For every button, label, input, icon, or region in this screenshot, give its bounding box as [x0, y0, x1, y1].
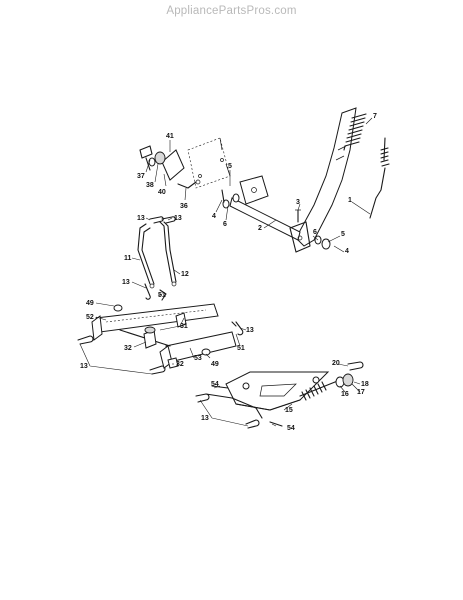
callout-5: 5	[228, 163, 232, 170]
callout-49-right: 49	[211, 361, 219, 368]
callout-13-top-right: 13	[174, 215, 182, 222]
lift-link-right	[159, 221, 177, 287]
callout-37: 37	[137, 173, 145, 180]
callout-54-bottom: 54	[287, 425, 295, 432]
callout-32-left: 32	[124, 345, 132, 352]
lift-link-left	[137, 223, 155, 289]
callout-51-right: 51	[237, 345, 245, 352]
callout-13-mid: 13	[122, 279, 130, 286]
callout-labels: 41 37 38 40 36 5 4 6 7 1 3 2 6 5 4 13 13…	[80, 113, 377, 432]
callout-54-top: 54	[211, 381, 219, 388]
watermark: AppliancePartsPros.com	[166, 5, 297, 17]
callout-31: 31	[180, 323, 188, 330]
callout-13-top-left: 13	[137, 215, 145, 222]
callout-13-right: 13	[246, 327, 254, 334]
callout-52: 52	[86, 314, 94, 321]
callout-17: 17	[357, 389, 365, 396]
callout-32-right: 32	[176, 361, 184, 368]
adjustment-rod	[299, 361, 364, 401]
callout-4: 4	[212, 213, 216, 220]
callout-18: 18	[361, 381, 369, 388]
callout-41: 41	[166, 133, 174, 140]
callout-3: 3	[296, 199, 300, 206]
callout-13-bottom: 13	[201, 415, 209, 422]
height-adjust-knob	[139, 145, 201, 189]
callout-6-shaft: 6	[313, 229, 317, 236]
callout-6: 6	[223, 221, 227, 228]
callout-15: 15	[285, 407, 293, 414]
lift-arm-left	[91, 303, 219, 341]
callout-12: 12	[181, 271, 189, 278]
callout-7: 7	[373, 113, 377, 120]
callout-11: 11	[124, 255, 132, 262]
deck-bolts	[211, 385, 283, 427]
callout-36: 36	[180, 203, 188, 210]
lift-rod	[369, 137, 390, 219]
callout-38: 38	[146, 182, 154, 189]
shaft-hardware	[221, 189, 331, 250]
height-adjust-bracket	[187, 137, 231, 189]
callout-2: 2	[258, 225, 262, 232]
callout-5-shaft: 5	[341, 231, 345, 238]
callout-49-left: 49	[86, 300, 94, 307]
callout-20: 20	[332, 360, 340, 367]
callout-16: 16	[341, 391, 349, 398]
callout-13-bottom-left: 13	[80, 363, 88, 370]
callout-53: 53	[194, 355, 202, 362]
lift-lever-handle	[295, 107, 357, 247]
callout-51-left: 51	[158, 292, 166, 299]
callout-40: 40	[158, 189, 166, 196]
handle-grip-spring	[343, 113, 367, 151]
lift-shaft	[229, 175, 311, 253]
deck-lift-plate	[205, 371, 330, 419]
arm-spacers-and-bushings	[113, 289, 237, 369]
leader-lines	[79, 117, 373, 427]
callout-1: 1	[348, 197, 352, 204]
callout-4-shaft: 4	[345, 248, 349, 255]
